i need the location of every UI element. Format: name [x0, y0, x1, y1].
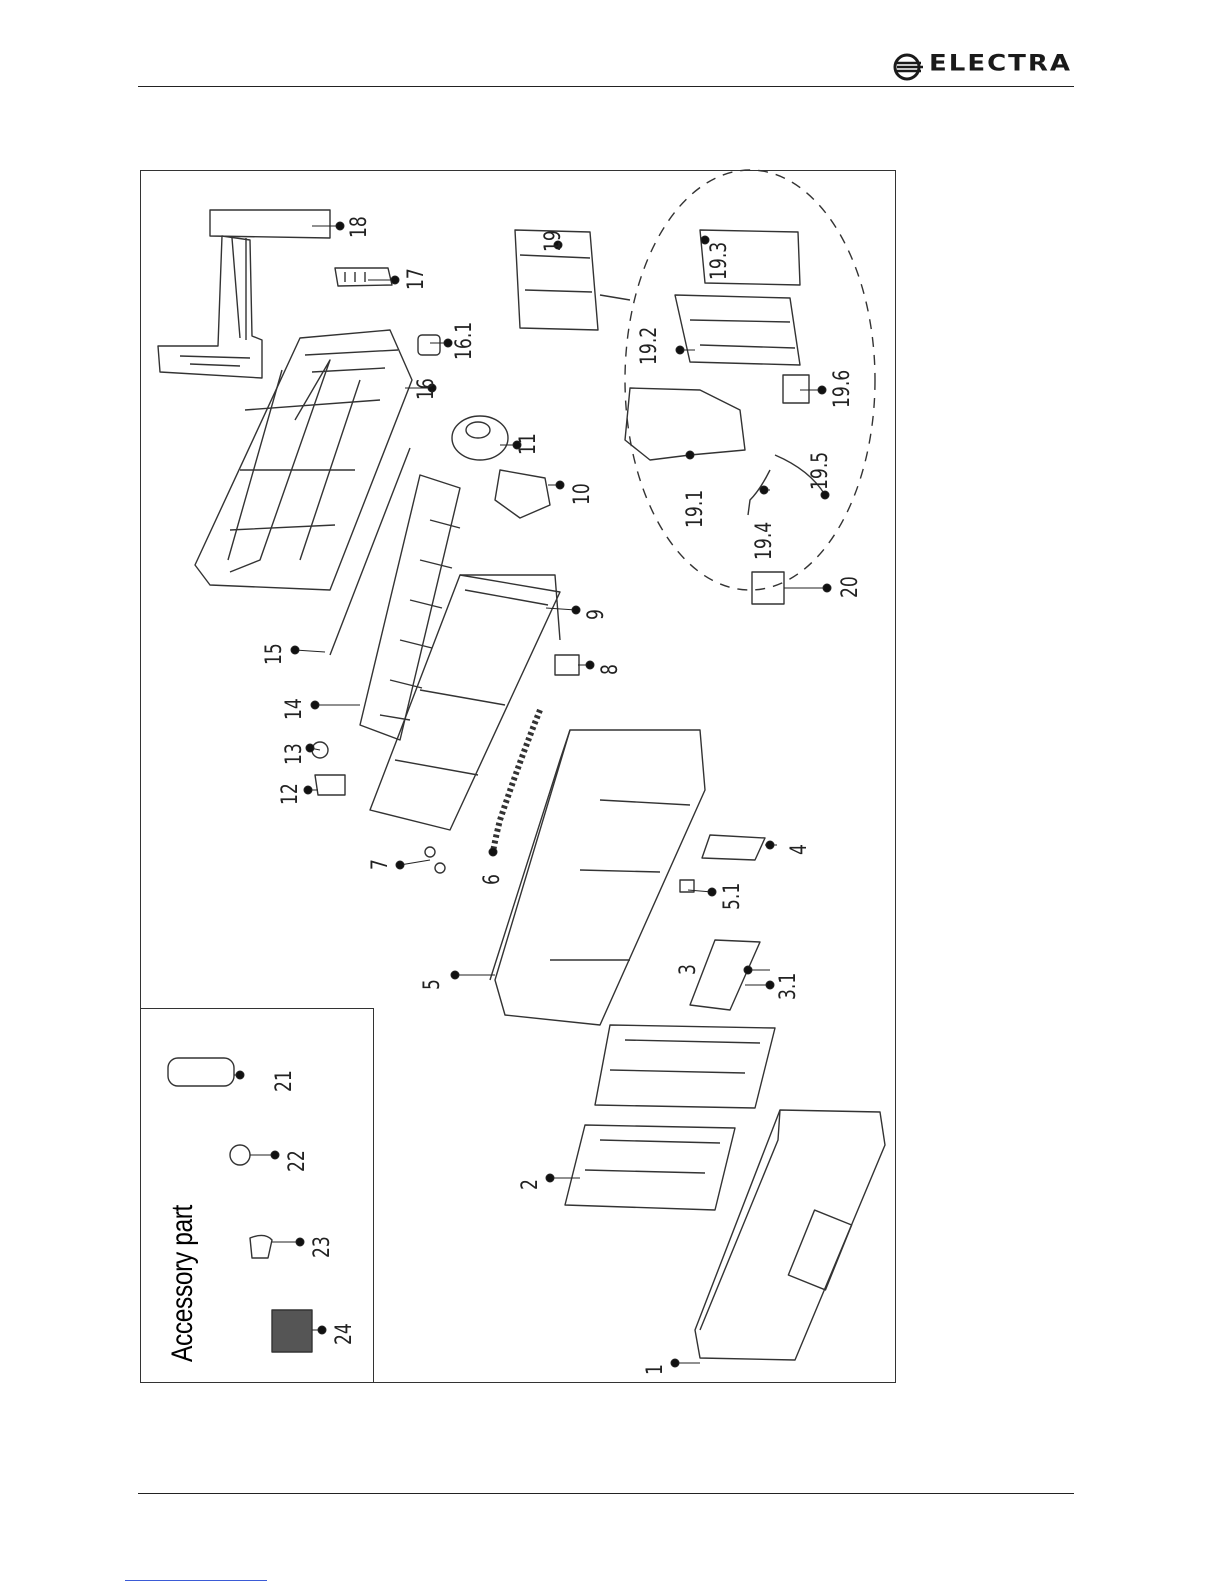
evaporator	[370, 575, 560, 830]
label-12: 12	[278, 783, 303, 805]
rod-15	[330, 448, 410, 655]
label-5: 5	[420, 979, 445, 990]
tape-24	[272, 1310, 312, 1352]
fan-motor	[452, 416, 508, 460]
label-8: 8	[598, 664, 623, 675]
label-7: 7	[368, 859, 393, 870]
label-18: 18	[347, 216, 372, 238]
label-11: 11	[516, 433, 541, 455]
box-19-1	[625, 388, 745, 460]
front-cover	[695, 1110, 885, 1360]
label-24: 24	[332, 1323, 357, 1345]
label-19-2: 19.2	[637, 327, 662, 365]
holder-12	[315, 775, 345, 795]
label-3: 3	[676, 964, 701, 975]
label-2: 2	[518, 1179, 543, 1190]
filter-left	[595, 1025, 775, 1108]
filter-2	[565, 1125, 735, 1210]
cover-3	[690, 940, 760, 1010]
label-22: 22	[285, 1150, 310, 1172]
mounting-plate	[158, 210, 330, 378]
label-19-1: 19.1	[683, 490, 708, 528]
part-16-1	[418, 335, 440, 355]
remote-21	[168, 1058, 234, 1086]
terminal-19-6	[783, 375, 809, 403]
ring-22	[230, 1145, 250, 1165]
label-15: 15	[262, 643, 287, 665]
label-3-1: 3.1	[776, 973, 801, 1000]
box-19-2	[675, 295, 800, 365]
label-1: 1	[643, 1364, 668, 1375]
label-13: 13	[282, 743, 307, 765]
label-19-5: 19.5	[808, 452, 833, 490]
label-23: 23	[310, 1236, 335, 1258]
screw-7b	[435, 863, 445, 873]
label-10: 10	[570, 483, 595, 505]
screw-7a	[425, 847, 435, 857]
drain-hose	[493, 710, 540, 852]
footer-link-underline	[125, 1580, 267, 1581]
chassis	[195, 330, 412, 590]
label-19-3: 19.3	[707, 242, 732, 280]
label-17: 17	[404, 268, 429, 290]
cross-flow-fan	[360, 475, 460, 740]
holder-17	[335, 268, 392, 286]
motor-clamp	[495, 470, 550, 518]
front-frame	[490, 730, 705, 1025]
display-box-4	[702, 835, 765, 860]
label-6: 6	[480, 874, 505, 885]
bubble-leader	[600, 295, 630, 300]
label-4: 4	[787, 844, 812, 855]
label-21: 21	[272, 1070, 297, 1092]
elbow-23	[250, 1235, 272, 1258]
label-9: 9	[584, 609, 609, 620]
label-5-1: 5.1	[720, 883, 745, 910]
label-16-1: 16.1	[452, 322, 477, 360]
part-8	[555, 655, 579, 675]
label-19-6: 19.6	[830, 370, 855, 408]
label-16: 16	[414, 378, 439, 400]
label-14: 14	[282, 698, 307, 720]
label-20: 20	[838, 576, 863, 598]
label-19: 19	[541, 230, 566, 252]
label-19-4: 19.4	[752, 522, 777, 560]
part-20	[752, 572, 784, 604]
